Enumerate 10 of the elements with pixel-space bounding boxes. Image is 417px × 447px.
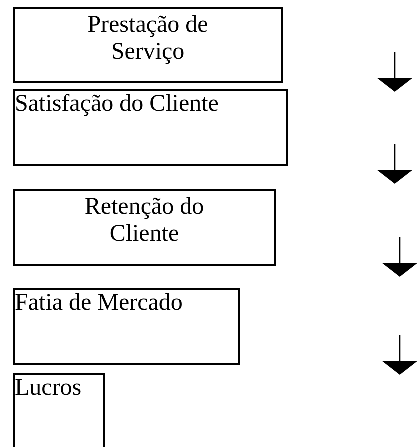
- process-box: [13, 89, 288, 166]
- process-box: [13, 189, 276, 266]
- box-label: Lucros: [15, 375, 83, 402]
- box-label: Prestação de Serviço: [86, 11, 210, 66]
- box-label: Fatia de Mercado: [15, 290, 184, 317]
- box-label: Satisfação do Cliente: [15, 91, 220, 118]
- process-box: [13, 7, 283, 83]
- process-box: [13, 288, 240, 365]
- box-label: Retenção do Cliente: [84, 193, 206, 248]
- process-box: [13, 373, 105, 447]
